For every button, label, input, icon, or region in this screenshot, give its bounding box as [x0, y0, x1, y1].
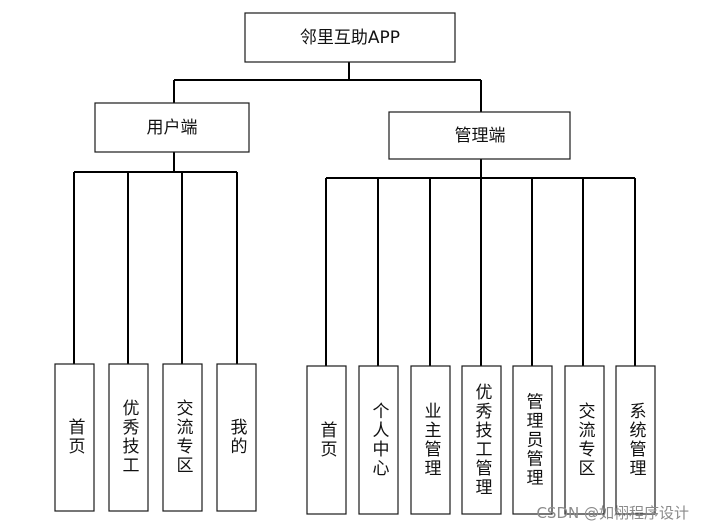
admin-leaf-7: 系统管理 — [615, 365, 656, 515]
admin-leaf-5: 管理员管理 — [512, 365, 553, 515]
admin-side-label: 管理端 — [455, 126, 506, 146]
user-side-node: 用户端 — [94, 102, 250, 153]
admin-leaf-3-label: 业主管理 — [421, 402, 442, 478]
user-leaf-4: 我的 — [216, 363, 257, 512]
user-leaf-1-label: 首页 — [65, 418, 86, 456]
admin-leaf-3: 业主管理 — [410, 365, 451, 515]
admin-leaf-7-label: 系统管理 — [626, 402, 647, 478]
admin-leaf-5-label: 管理员管理 — [523, 392, 544, 487]
watermark: CSDN @如栩程序设计 — [536, 504, 689, 522]
admin-leaf-6: 交流专区 — [564, 365, 605, 515]
admin-leaf-nodes: 首页 个人中心 业主管理 优秀技工管理 管理员管理 交流专区 系统管理 — [306, 365, 656, 515]
user-leaf-3-label: 交流专区 — [173, 399, 194, 475]
user-leaf-1: 首页 — [54, 363, 95, 512]
user-leaf-2: 优秀技工 — [108, 363, 149, 512]
user-leaf-3: 交流专区 — [162, 363, 203, 512]
user-leaf-4-label: 我的 — [227, 418, 248, 456]
admin-leaf-4-label: 优秀技工管理 — [472, 383, 493, 497]
connectors — [73, 62, 636, 366]
root-node: 邻里互助APP — [244, 12, 456, 63]
admin-leaf-2: 个人中心 — [358, 365, 399, 515]
admin-leaf-6-label: 交流专区 — [575, 402, 596, 478]
admin-leaf-4: 优秀技工管理 — [461, 365, 502, 515]
admin-side-node: 管理端 — [388, 111, 571, 160]
user-leaf-2-label: 优秀技工 — [119, 399, 140, 475]
user-leaf-nodes: 首页 优秀技工 交流专区 我的 — [54, 363, 257, 512]
admin-leaf-1-label: 首页 — [317, 421, 338, 459]
root-label: 邻里互助APP — [300, 28, 400, 48]
admin-leaf-2-label: 个人中心 — [369, 402, 390, 478]
user-side-label: 用户端 — [147, 118, 198, 138]
admin-leaf-1: 首页 — [306, 365, 347, 515]
